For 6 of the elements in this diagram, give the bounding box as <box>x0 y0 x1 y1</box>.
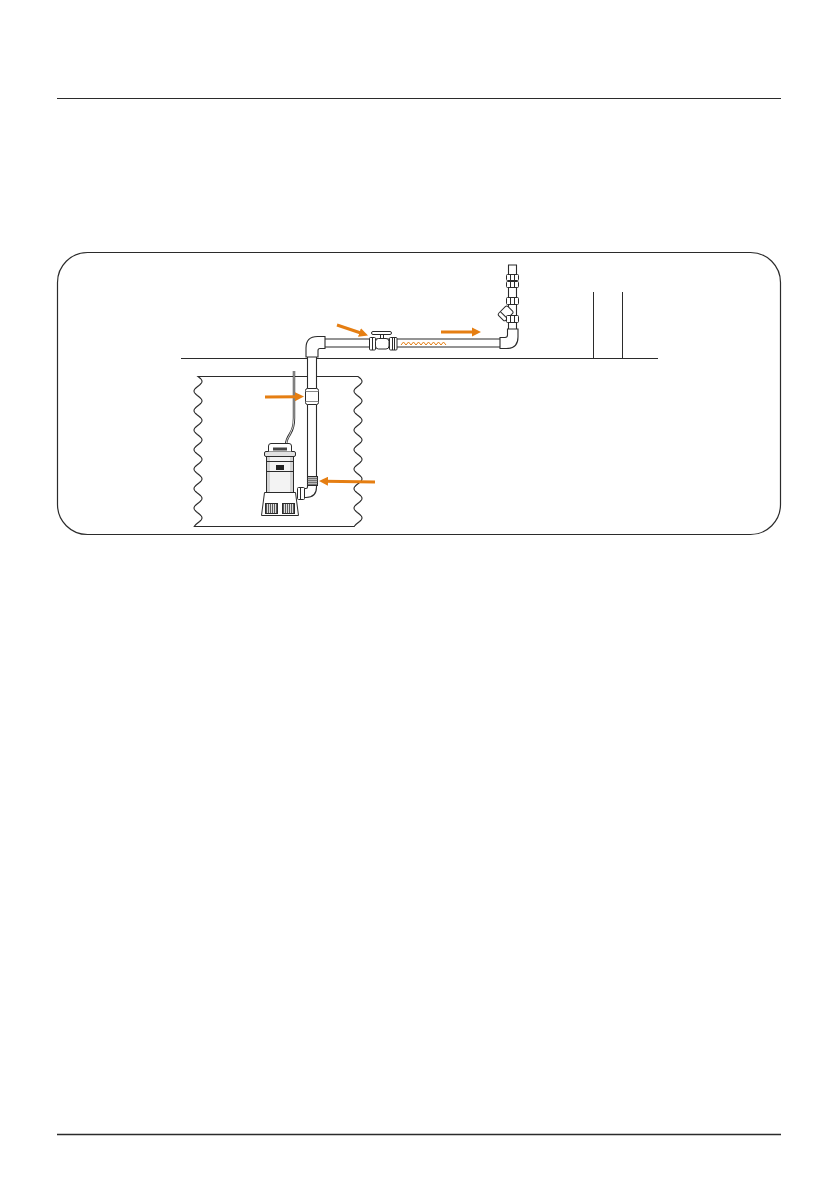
pointer-arrow <box>336 323 369 337</box>
pointer-arrow <box>318 476 376 486</box>
ball-valve <box>368 330 398 351</box>
pipe-coupling <box>304 387 320 406</box>
threaded-joint <box>306 475 319 487</box>
pointer-arrow <box>265 392 304 402</box>
